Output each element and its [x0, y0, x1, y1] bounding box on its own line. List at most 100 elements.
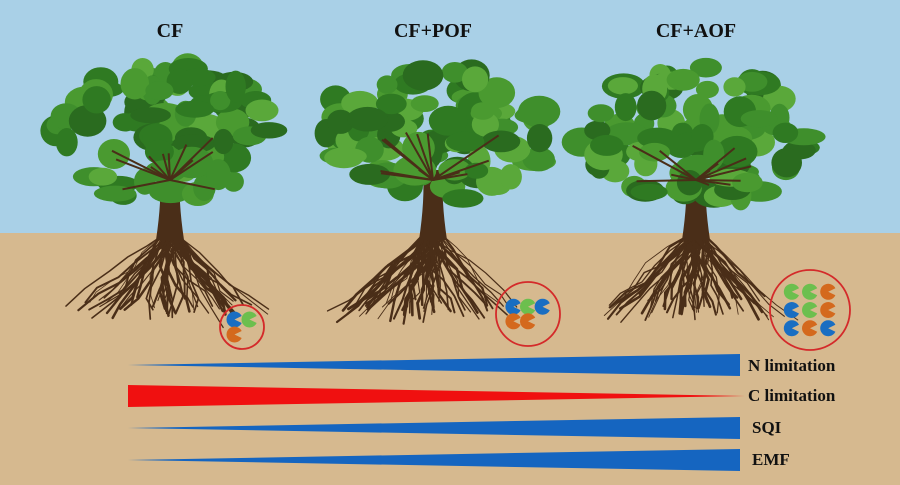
leaf-cluster	[349, 163, 391, 185]
leaf-cluster	[97, 139, 130, 169]
gradient-label-n-limitation: N limitation	[748, 356, 836, 375]
roots	[65, 233, 270, 329]
canopy	[561, 57, 826, 211]
leaf-cluster	[442, 189, 484, 208]
leaf-cluster	[666, 68, 700, 91]
microbe-orange	[820, 302, 836, 318]
microbe-blue	[783, 320, 799, 337]
microbe-orange	[802, 320, 818, 337]
leaf-cluster	[499, 164, 522, 190]
microbe-green	[802, 283, 818, 300]
branch	[636, 179, 697, 183]
leaf-cluster	[526, 124, 553, 153]
leaf-cluster	[166, 68, 193, 94]
canopy	[314, 59, 561, 208]
roots	[326, 233, 518, 325]
leaf-cluster	[462, 66, 489, 93]
leaf-cluster	[327, 109, 355, 134]
gradient-wedge-emf	[128, 449, 740, 471]
treatment-label-cf: CF	[157, 20, 184, 42]
leaf-cluster	[82, 86, 111, 114]
leaf-cluster	[120, 68, 150, 100]
branch	[432, 171, 460, 181]
leaf-cluster	[740, 110, 778, 128]
branch	[670, 173, 697, 181]
branch	[169, 151, 214, 181]
leaf-cluster	[607, 77, 639, 95]
leaf-cluster	[637, 90, 667, 121]
branch	[122, 179, 171, 191]
tree	[561, 57, 851, 351]
branch	[405, 132, 434, 181]
microbe-community	[495, 281, 561, 347]
leaf-cluster	[402, 60, 444, 91]
microbe-community	[769, 269, 851, 351]
microbe-orange	[505, 313, 521, 330]
leaf-cluster	[148, 179, 193, 204]
tree	[314, 59, 561, 347]
microbe-blue	[226, 311, 242, 328]
branch	[695, 179, 731, 186]
leaf-cluster	[55, 128, 78, 157]
leaf-cluster	[481, 130, 521, 153]
leaf-cluster	[772, 122, 799, 143]
branch	[695, 165, 752, 181]
canopy	[40, 53, 288, 206]
leaf-cluster	[206, 159, 231, 191]
tree	[40, 53, 288, 350]
branch	[695, 157, 747, 181]
microbe-circle	[769, 269, 851, 351]
leaf-cluster	[347, 106, 389, 132]
gradient-wedge-sqi	[128, 417, 740, 439]
branch	[695, 179, 710, 186]
branch	[167, 153, 171, 181]
microbe-blue	[783, 302, 799, 318]
leaf-cluster	[614, 93, 637, 122]
branch	[380, 170, 434, 181]
leaf-cluster	[471, 102, 495, 120]
branch	[695, 169, 711, 181]
leaf-cluster	[250, 122, 288, 139]
branch	[381, 138, 434, 181]
microbe-blue	[505, 298, 521, 315]
branch	[169, 144, 188, 181]
leaf-cluster	[375, 93, 407, 115]
leaf-cluster	[88, 167, 118, 186]
treatment-label-cf-pof: CF+POF	[394, 20, 472, 42]
branch	[169, 179, 215, 191]
leaf-cluster	[637, 127, 678, 149]
microbe-blue	[820, 320, 836, 337]
leaf-cluster	[213, 128, 234, 155]
microbe-community	[219, 304, 265, 350]
leaf-cluster	[522, 147, 555, 172]
leaf-cluster	[130, 107, 171, 124]
leaf-cluster	[324, 147, 364, 169]
leaf-cluster	[771, 148, 802, 178]
branch	[426, 133, 434, 181]
gradient-label-sqi: SQI	[752, 418, 782, 437]
leaf-cluster	[630, 183, 668, 201]
microbe-green	[520, 298, 536, 315]
leaf-cluster	[175, 100, 215, 118]
leaf-cluster	[410, 95, 439, 112]
microbe-orange	[820, 283, 836, 300]
microbe-blue	[534, 298, 550, 315]
treatment-label-cf-aof: CF+AOF	[656, 20, 736, 42]
leaf-cluster	[716, 135, 758, 168]
leaf-cluster	[145, 81, 174, 101]
leaf-cluster	[695, 80, 719, 99]
branch	[416, 133, 434, 181]
microbe-orange	[226, 326, 242, 343]
branch	[148, 155, 171, 181]
microbe-green	[783, 283, 799, 300]
leaf-cluster	[225, 70, 246, 103]
leaf-cluster	[245, 99, 279, 122]
branch	[169, 137, 214, 181]
leaf-cluster	[210, 91, 231, 111]
microbe-green	[802, 302, 818, 318]
leaf-cluster	[587, 104, 615, 123]
gradient-wedge-n-limitation	[128, 354, 740, 376]
leaf-cluster	[144, 139, 174, 164]
branch	[659, 150, 697, 181]
